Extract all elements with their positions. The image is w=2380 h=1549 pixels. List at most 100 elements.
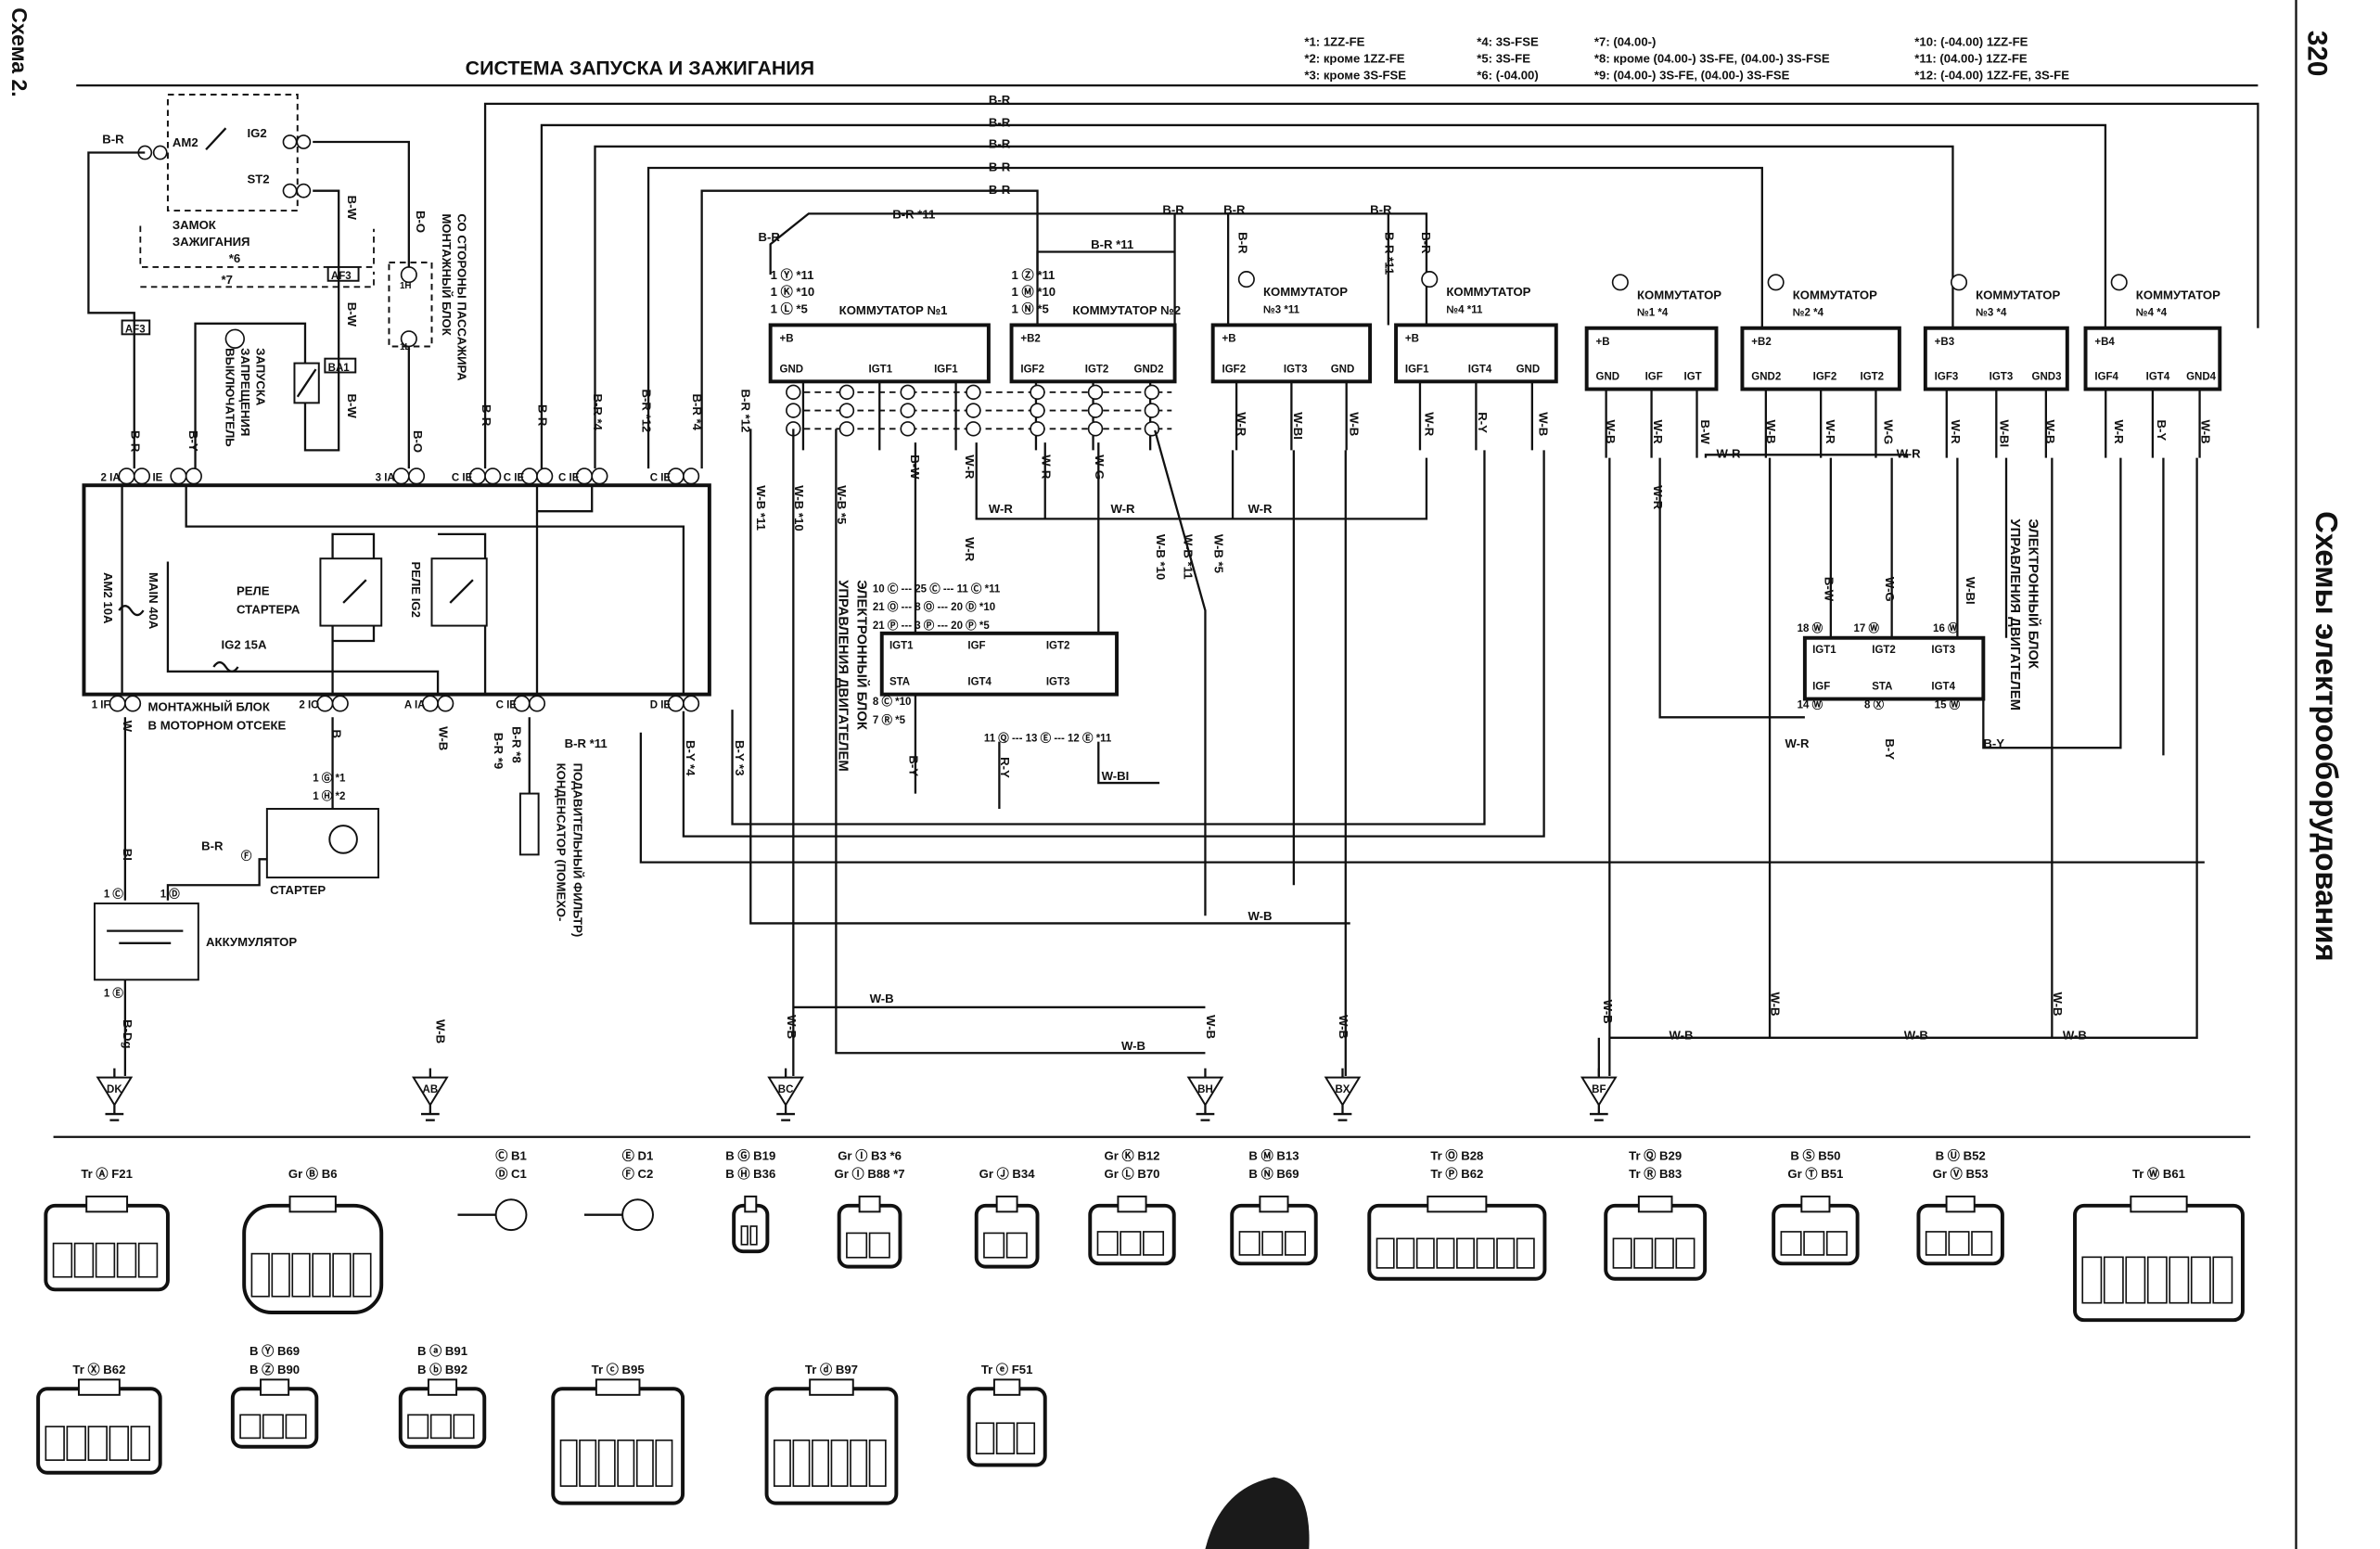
connector-cavity	[66, 1426, 86, 1461]
connector-cavity	[846, 1232, 868, 1259]
connector-label: C IE	[650, 472, 672, 483]
w-b-wire	[749, 429, 1350, 925]
ecu-pin-label: IGT1	[1812, 645, 1836, 656]
connector-id-label: B ⓑ B92	[417, 1362, 467, 1376]
connector-cavity	[1516, 1237, 1535, 1269]
wire-label: W-B *11	[1181, 534, 1195, 580]
ig2-wire	[313, 140, 410, 267]
b-r-wire	[1036, 250, 1175, 275]
connector-cavity	[2081, 1256, 2103, 1304]
b-r-bus	[646, 166, 1763, 469]
wire-label: W-B *10	[1154, 534, 1168, 580]
ground-symbol-icon	[767, 1076, 804, 1107]
connector-cavity	[1284, 1231, 1307, 1256]
connector-id-label: Ⓓ C1	[495, 1166, 527, 1181]
ecu-connector-label: 8 Ⓒ *10	[873, 695, 912, 708]
connector-note: 1 Ⓨ *11	[771, 267, 814, 282]
connector-cavity	[130, 1426, 151, 1461]
igniter-pin-label: IGT4	[1468, 364, 1492, 375]
wire-label: W-B	[1669, 1028, 1693, 1042]
connector-latch	[1259, 1195, 1289, 1213]
connector-label: C IE	[558, 472, 580, 483]
connector-cavity	[2190, 1256, 2211, 1304]
igniter-2	[1009, 323, 1177, 384]
connector-af3	[326, 265, 360, 282]
connector-cavity	[52, 1242, 73, 1278]
inhibitor-label: ЗАПРЕЩЕНИЯ	[238, 348, 252, 436]
condenser	[518, 792, 540, 856]
wire-label: W-BI	[1997, 419, 2011, 447]
connector-id-label: Gr Ⓑ B6	[288, 1166, 338, 1181]
connector-view-icon	[1088, 1195, 1176, 1266]
connector-pin-icon	[170, 467, 187, 485]
wire-label: W-R	[1897, 447, 1922, 461]
connector-label: C IE	[452, 472, 473, 483]
igniter-pin-label: GND2	[1751, 372, 1781, 383]
wire-label: B-R *9	[492, 733, 505, 769]
connector-id-label: B Ⓝ B69	[1248, 1166, 1299, 1181]
footnote: *10: (-04.00) 1ZZ-FE	[1914, 34, 2028, 48]
wire-label: W-R	[1110, 502, 1135, 516]
igniter-pin-label: IGT2	[1085, 364, 1109, 375]
fuse-label: AM2 10A	[101, 572, 115, 624]
wire-label: B-R *4	[690, 393, 704, 430]
connector-id-label: Ⓒ B1	[495, 1147, 527, 1162]
connector-cavity	[2169, 1256, 2190, 1304]
igniter-label: №3 *11	[1263, 304, 1300, 315]
connector-view-icon	[551, 1378, 685, 1505]
igniter-label: КОММУТАТОР	[1976, 288, 2060, 301]
connector-cavity	[1825, 1231, 1848, 1256]
connector-cavity	[1436, 1237, 1455, 1269]
b-w-wire	[303, 189, 340, 452]
wire-label: W-G	[1883, 577, 1897, 602]
igniter-pin-label: IGF	[1645, 372, 1663, 383]
connector-id-label: Ⓔ D1	[622, 1147, 654, 1162]
condenser-label: КОНДЕНСАТОР (ПОМЕХО-	[554, 763, 568, 922]
wire-label: W-B	[1348, 412, 1362, 436]
connector-ba1	[324, 357, 357, 374]
b-r-wire	[87, 151, 146, 469]
igniter-pin-label: IGT4	[2146, 372, 2170, 383]
ecu-connector-label: 7 Ⓡ *5	[873, 713, 906, 726]
connector-cavity	[617, 1439, 635, 1487]
wire-label: B-W	[908, 454, 922, 480]
igniter-marker-icon	[2110, 274, 2128, 291]
ecu-pin-label: IGT4	[1931, 682, 1955, 693]
footnote: *6: (-04.00)	[1477, 69, 1539, 83]
connector-label: A IA	[404, 699, 426, 710]
wire-label: W-B	[2051, 992, 2065, 1016]
wire-label: W-B	[1769, 992, 1783, 1016]
wire-label: B-R	[989, 160, 1011, 173]
connector-cavity	[407, 1414, 429, 1440]
switch-contact	[205, 127, 227, 151]
connector-view-icon	[837, 1195, 902, 1269]
wire-label: W-R	[1235, 412, 1248, 437]
wire-label: BI	[121, 849, 134, 861]
igniter-pin-label: IGF4	[2094, 372, 2118, 383]
connector-label: IE	[152, 472, 162, 483]
connector-pin-icon	[1087, 421, 1104, 437]
wire-label: W-R	[1949, 419, 1963, 444]
wire-label: B-Y *3	[733, 740, 747, 776]
connector-cavity	[2125, 1256, 2146, 1304]
ecu-label: УПРАВЛЕНИЯ ДВИГАТЕЛЕМ	[2007, 518, 2022, 710]
inhibitor-label: ЗАПУСКА	[253, 348, 267, 406]
connector-pin-icon	[966, 384, 981, 401]
connector-view-icon	[1604, 1195, 1708, 1281]
igniter-pin-label: IGF3	[1935, 372, 1959, 383]
wire-label: B-Dg	[121, 1019, 134, 1048]
scan-artifact	[1205, 1477, 1310, 1549]
igniter-4	[1394, 323, 1558, 384]
connector-latch	[744, 1195, 758, 1213]
connector-pin-icon	[484, 467, 502, 485]
wire-label: W-R	[2112, 419, 2126, 444]
connector-pin-icon	[900, 403, 915, 418]
starter-relay-label: СТАРТЕРА	[237, 602, 301, 616]
switch-pin-label: IG2	[247, 126, 266, 140]
relay-contact	[342, 579, 367, 604]
page-title: СИСТЕМА ЗАПУСКА И ЗАЖИГАНИЯ	[466, 58, 814, 80]
connector-pin-icon	[786, 384, 801, 401]
connector-cavity	[1396, 1237, 1415, 1269]
connector-view-icon	[974, 1195, 1040, 1269]
connector-cavity	[332, 1252, 352, 1298]
